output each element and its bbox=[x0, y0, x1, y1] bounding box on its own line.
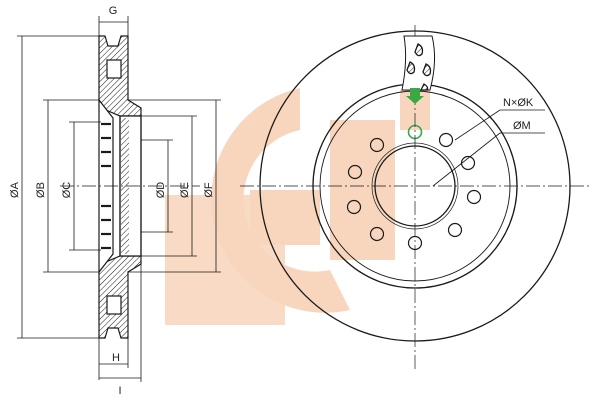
disc-section-view bbox=[60, 35, 200, 339]
bolt-hole bbox=[438, 132, 454, 148]
bolt-hole bbox=[347, 164, 363, 180]
leader-m bbox=[432, 132, 501, 187]
bolt-hole bbox=[369, 226, 385, 242]
label-d: ØD bbox=[155, 182, 167, 199]
label-c: ØC bbox=[61, 182, 73, 199]
label-h: H bbox=[112, 352, 120, 364]
bolt-hole bbox=[369, 137, 385, 153]
label-a: ØA bbox=[9, 181, 21, 198]
label-b: ØB bbox=[35, 182, 47, 198]
leader-nk bbox=[454, 109, 501, 141]
label-nk: N×ØK bbox=[503, 97, 534, 109]
disc-front-view bbox=[240, 25, 590, 370]
dimension-labels: G H I ØA ØB ØC ØD ØE ØF N×ØK ØM bbox=[9, 5, 534, 397]
label-m: ØM bbox=[513, 120, 531, 132]
watermark-logo bbox=[165, 88, 430, 325]
vane-cutaway bbox=[401, 35, 436, 91]
dimension-lines bbox=[17, 16, 221, 382]
label-i: I bbox=[118, 385, 121, 397]
bolt-hole bbox=[466, 189, 482, 205]
label-f: ØF bbox=[203, 182, 215, 198]
bolt-hole bbox=[346, 199, 362, 215]
bolt-hole bbox=[447, 222, 463, 238]
indicator-arrow bbox=[406, 88, 424, 104]
label-e: ØE bbox=[179, 182, 191, 198]
label-g: G bbox=[109, 5, 118, 17]
